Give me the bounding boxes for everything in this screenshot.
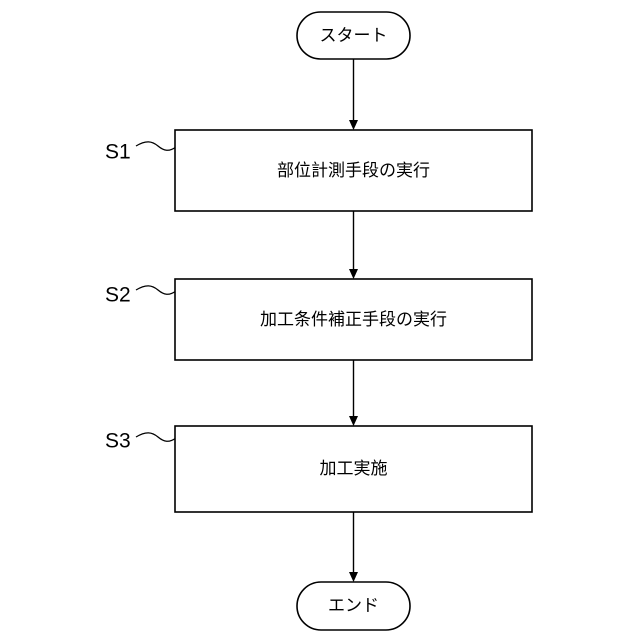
- end-terminal-label: エンド: [328, 596, 379, 616]
- step-leader-line-s2: [136, 286, 176, 294]
- arrow-head: [349, 120, 358, 130]
- step-number-s2: S2: [105, 284, 131, 307]
- step-number-s1: S1: [105, 141, 131, 164]
- start-terminal: スタート: [297, 12, 410, 59]
- connector-s2-to-s3: [349, 360, 358, 426]
- connector-start-to-s1: [349, 59, 358, 130]
- end-terminal: エンド: [297, 582, 410, 630]
- step-leader-line-s1: [136, 142, 176, 150]
- arrow-head: [349, 269, 358, 279]
- process-label-s3: 加工実施: [320, 459, 388, 479]
- connector-s1-to-s2: [349, 211, 358, 279]
- process-step-s2: S2 加工条件補正手段の実行: [105, 279, 532, 360]
- process-label-s1: 部位計測手段の実行: [277, 161, 430, 181]
- arrow-head: [349, 572, 358, 582]
- arrow-head: [349, 416, 358, 426]
- step-number-s3: S3: [105, 430, 131, 453]
- start-terminal-label: スタート: [320, 26, 388, 46]
- connector-s3-to-end: [349, 512, 358, 582]
- process-step-s3: S3 加工実施: [105, 426, 532, 512]
- process-step-s1: S1 部位計測手段の実行: [105, 130, 532, 211]
- process-label-s2: 加工条件補正手段の実行: [260, 310, 447, 330]
- step-leader-line-s3: [136, 433, 176, 441]
